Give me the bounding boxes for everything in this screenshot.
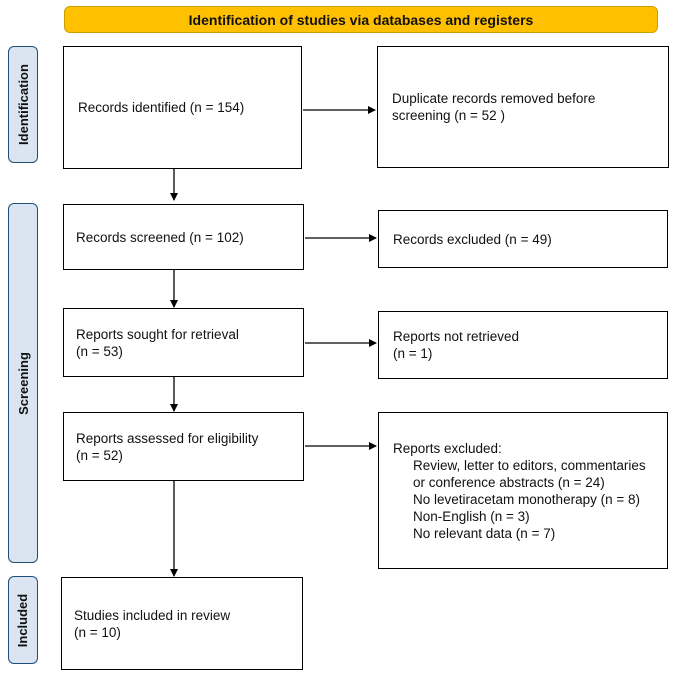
box-reports-assessed: Reports assessed for eligibility (n = 52… [63,412,304,481]
exclusion-reasons-list: Review, letter to editors, commentaries … [393,457,653,542]
reports-not-retrieved-text: Reports not retrieved (n = 1) [393,329,520,361]
records-screened-text: Records screened (n = 102) [76,229,244,245]
phase-screening: Screening [8,203,38,563]
records-identified-text: Records identified (n = 154) [78,100,245,115]
exclusion-reason: No relevant data (n = 7) [413,525,556,541]
exclusion-reason: Review, letter to editors, commentaries … [413,457,646,490]
box-duplicates-removed: Duplicate records removed before screeni… [377,46,669,168]
box-reports-excluded: Reports excluded: Review, letter to edit… [378,412,668,569]
exclusion-reason: No levetiracetam monotherapy (n = 8) [413,491,640,507]
box-records-excluded: Records excluded (n = 49) [378,210,668,268]
identification-header: Identification of studies via databases … [64,6,658,33]
reports-excluded-title: Reports excluded: [393,440,502,456]
box-reports-sought: Reports sought for retrieval (n = 53) [63,308,304,377]
box-reports-not-retrieved: Reports not retrieved (n = 1) [378,311,668,379]
box-records-screened: Records screened (n = 102) [63,204,304,270]
header-title: Identification of studies via databases … [188,11,534,28]
exclusion-reason: Non-English (n = 3) [413,508,530,524]
box-records-identified: Records identified (n = 154) [63,46,302,169]
phase-identification: Identification [8,46,38,163]
reports-sought-text: Reports sought for retrieval (n = 53) [76,326,239,359]
box-studies-included: Studies included in review (n = 10) [61,577,303,670]
duplicates-removed-text: Duplicate records removed before screeni… [392,91,596,123]
reports-assessed-text: Reports assessed for eligibility (n = 52… [76,430,259,463]
studies-included-text: Studies included in review (n = 10) [74,607,231,640]
records-excluded-text: Records excluded (n = 49) [393,231,552,247]
phase-included: Included [8,576,38,664]
